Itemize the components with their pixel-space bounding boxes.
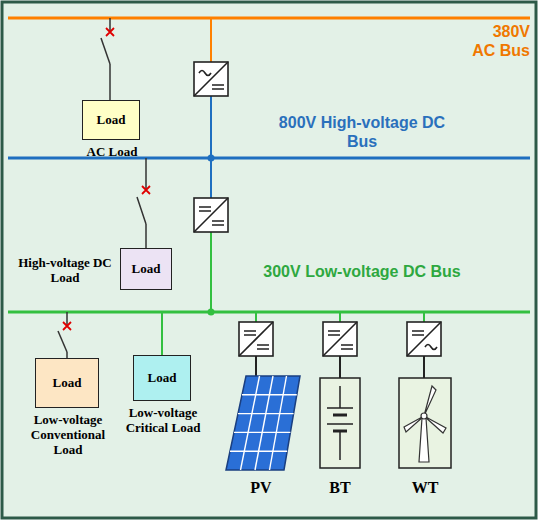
load-caption: Low-voltage Conventional Load (25, 412, 111, 457)
wind-turbine (399, 378, 451, 468)
feeder-wire (210, 96, 212, 198)
lv-dc-bus (8, 311, 530, 314)
bus-label: 300V Low-voltage DC Bus (262, 262, 462, 281)
hv-dc-load-box: LoadHigh-voltage DC Load (120, 248, 172, 290)
feeder-wire (423, 312, 425, 322)
load-caption: High-voltage DC Load (15, 255, 115, 285)
feeder-wire (161, 312, 163, 355)
breaker-switch (58, 312, 71, 358)
box-label: Load (53, 375, 82, 391)
converter-symbol (194, 62, 228, 96)
junction-dot (208, 155, 215, 162)
feeder-wire (210, 18, 212, 62)
converter-symbol (239, 322, 273, 356)
ac-load-box: LoadAC Load (82, 100, 140, 140)
converter-symbol (407, 322, 441, 356)
source-label: BT (315, 478, 365, 497)
box-label: Load (97, 112, 126, 128)
ac-bus (8, 17, 530, 20)
pv-panel (226, 376, 300, 470)
box-label: Load (148, 370, 177, 386)
hv-dc-bus (8, 157, 530, 160)
bus-label: 800V High-voltage DC Bus (262, 113, 462, 151)
lv-critical-load-box: LoadLow-voltage Critical Load (133, 355, 191, 401)
source-label: WT (400, 478, 450, 497)
lv-conventional-load-box: LoadLow-voltage Conventional Load (35, 358, 99, 408)
feeder-wire (423, 356, 425, 378)
load-caption: AC Load (67, 144, 157, 159)
feeder-wire (210, 232, 212, 312)
breaker-switch (101, 18, 114, 100)
converter-symbol (323, 322, 357, 356)
junction-dot (208, 309, 215, 316)
load-caption: Low-voltage Critical Load (121, 405, 205, 435)
feeder-wire (339, 356, 341, 378)
feeder-wire (255, 356, 257, 376)
box-label: Load (132, 261, 161, 277)
bus-label: 380V AC Bus (468, 22, 530, 60)
feeder-wire (255, 312, 257, 322)
source-label: PV (236, 478, 286, 497)
battery-symbol (320, 378, 360, 468)
converter-symbol (194, 198, 228, 232)
feeder-wire (339, 312, 341, 322)
breaker-switch (137, 158, 150, 248)
